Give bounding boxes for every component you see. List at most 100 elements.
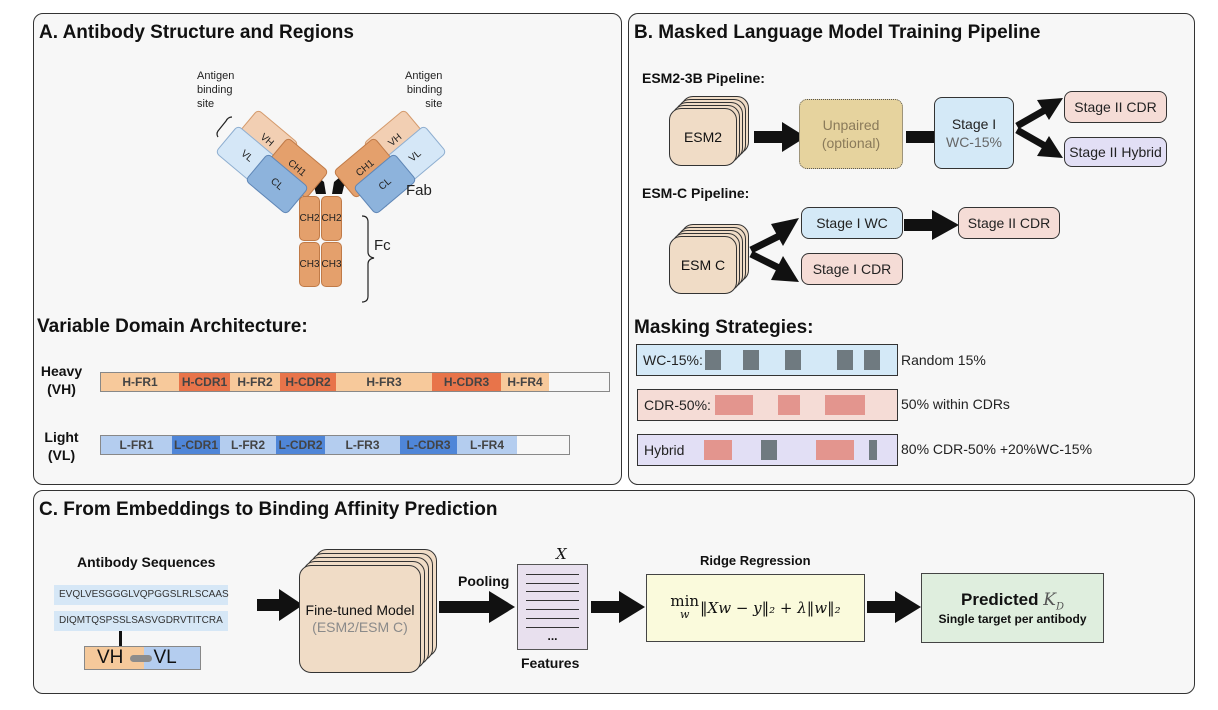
panel-b-title: B. Masked Language Model Training Pipeli…: [634, 22, 1041, 43]
antibody-diagram: Antigen binding site Antigen binding sit…: [34, 14, 623, 304]
prediction-box: Predicted KD Single target per antibody: [921, 573, 1104, 643]
arrow-features-to-ridge: [591, 591, 645, 623]
antigen-site-label-right: Antigen binding site: [405, 70, 443, 110]
chain-segment-l-fr4: L-FR4: [457, 436, 517, 454]
mask-row-hybrid: Hybrid: [637, 434, 898, 466]
light-sequence: DIQMTQSPSSLSASVGDRVTITCRA: [54, 611, 228, 631]
unpaired-box: Unpaired (optional): [799, 99, 903, 169]
chain-segment-l-fr2: L-FR2: [220, 436, 276, 454]
esmc-stage1-cdr-box: Stage I CDR: [801, 253, 903, 285]
mask-token: [825, 395, 865, 415]
stage2-hybrid-box: Stage II Hybrid: [1064, 137, 1167, 167]
stage1-wc15-box: Stage I WC-15%: [934, 97, 1014, 169]
mask-label: Hybrid: [644, 442, 685, 458]
heavy-chain-label: Heavy (VH): [40, 363, 83, 397]
mask-token: [864, 350, 880, 370]
arrow-stage1-to-stage2-cdr: [1015, 98, 1063, 130]
mask-row-wc15: WC-15%:: [636, 344, 898, 376]
panel-binding-affinity: C. From Embeddings to Binding Affinity P…: [33, 490, 1195, 694]
features-ellipsis: ...: [547, 629, 558, 643]
mask-token: [837, 350, 853, 370]
chain-segment-l-fr3: L-FR3: [325, 436, 400, 454]
light-chain-label: Light (VL): [44, 429, 79, 463]
fc-label: Fc: [374, 237, 391, 254]
predicted-label: Predicted: [961, 589, 1039, 609]
arrow-stage1-to-stage2-hybrid: [1015, 126, 1063, 158]
mask-row-cdr50: CDR-50%:: [637, 389, 898, 421]
domain-ch3-left: CH3: [299, 242, 320, 287]
mask-token: [778, 395, 800, 415]
esm2-model-box: ESM2: [669, 108, 737, 166]
mask-token: [743, 350, 759, 370]
chain-segment-h-fr4: H-FR4: [501, 373, 549, 391]
arrow-esmc-to-stage1-wc: [749, 218, 799, 254]
antigen-site-label-left: Antigen binding site: [197, 70, 235, 110]
esmc-stage2-cdr-box: Stage II CDR: [958, 207, 1060, 239]
pair-vl: VL: [143, 647, 200, 669]
sequences-title: Antibody Sequences: [77, 554, 216, 570]
mask-token: [869, 440, 877, 460]
arrow-sequences-to-model: [257, 589, 303, 621]
mask-token: [761, 440, 777, 460]
chain-segment-h-cdr2: H-CDR2: [280, 373, 336, 391]
chain-segment-h-fr1: H-FR1: [101, 373, 179, 391]
pair-vh: VH: [85, 647, 144, 669]
esmc-stage1-wc-box: Stage I WC: [801, 207, 903, 239]
architecture-title: Variable Domain Architecture:: [37, 316, 308, 337]
mask-description: 80% CDR-50% +20%WC-15%: [901, 441, 1093, 457]
panel-a-title: A. Antibody Structure and Regions: [39, 22, 354, 43]
chain-segment-l-cdr3: L-CDR3: [400, 436, 457, 454]
panel-training-pipeline: B. Masked Language Model Training Pipeli…: [628, 13, 1195, 485]
chain-segment-h-cdr3: H-CDR3: [432, 373, 501, 391]
panel-antibody-structure: A. Antibody Structure and Regions Antige…: [33, 13, 622, 485]
mask-token: [816, 440, 854, 460]
arrow-ridge-to-prediction: [867, 591, 921, 623]
domain-ch2-left: CH2: [299, 196, 320, 241]
domain-ch2-right: CH2: [321, 196, 342, 241]
features-symbol: X: [556, 545, 567, 563]
mask-description: 50% within CDRs: [901, 396, 1010, 412]
chain-segment-h-fr2: H-FR2: [230, 373, 280, 391]
mask-token: [785, 350, 801, 370]
predicted-kd-symbol: KD: [1043, 589, 1064, 613]
mask-description: Random 15%: [901, 352, 986, 368]
arrow-model-to-features: [439, 591, 515, 623]
domain-ch3-right: CH3: [321, 242, 342, 287]
mask-token: [715, 395, 753, 415]
vh-vl-pair: VH VL: [84, 646, 201, 670]
chain-segment-h-cdr1: H-CDR1: [179, 373, 230, 391]
masking-title: Masking Strategies:: [634, 317, 814, 338]
pair-link-icon: [130, 655, 152, 662]
mask-token: [705, 350, 721, 370]
esmc-model-box: ESM C: [669, 236, 737, 294]
arrow-esm2-to-unpaired: [754, 122, 806, 152]
finetuned-model-box: Fine-tuned Model (ESM2/ESM C): [299, 565, 421, 673]
panel-c-title: C. From Embeddings to Binding Affinity P…: [39, 499, 498, 520]
features-matrix: ...: [517, 564, 588, 650]
chain-segment-l-cdr2: L-CDR2: [276, 436, 325, 454]
esm2-model-stack: ESM2: [669, 96, 751, 166]
esmc-model-stack: ESM C: [669, 224, 751, 294]
mask-label: WC-15%:: [643, 352, 703, 368]
ridge-title: Ridge Regression: [700, 553, 811, 568]
pair-connector: [119, 631, 122, 647]
features-label: Features: [521, 655, 580, 671]
esm2-pipeline-title: ESM2-3B Pipeline:: [642, 70, 765, 86]
mask-token: [704, 440, 732, 460]
ridge-formula-min: min: [670, 592, 700, 610]
pooling-label: Pooling: [458, 573, 510, 589]
chain-segment-l-fr1: L-FR1: [101, 436, 172, 454]
arrow-esmc-to-stage1-cdr: [749, 250, 799, 282]
mask-label: CDR-50%:: [644, 397, 711, 413]
esmc-pipeline-title: ESM-C Pipeline:: [642, 185, 750, 201]
finetuned-model-stack: Fine-tuned Model (ESM2/ESM C): [299, 549, 439, 673]
arrow-stage1-wc-to-stage2-cdr: [904, 210, 959, 240]
chain-segment-l-cdr1: L-CDR1: [172, 436, 220, 454]
ridge-regression-box: min w ‖Xw − y‖₂ + λ‖w‖₂: [646, 574, 865, 642]
fab-label: Fab: [406, 182, 432, 199]
heavy-sequence: EVQLVESGGGLVQPGGSLRLSCAAS: [54, 585, 229, 605]
predicted-subtitle: Single target per antibody: [938, 612, 1087, 627]
chain-segment-h-fr3: H-FR3: [336, 373, 432, 391]
